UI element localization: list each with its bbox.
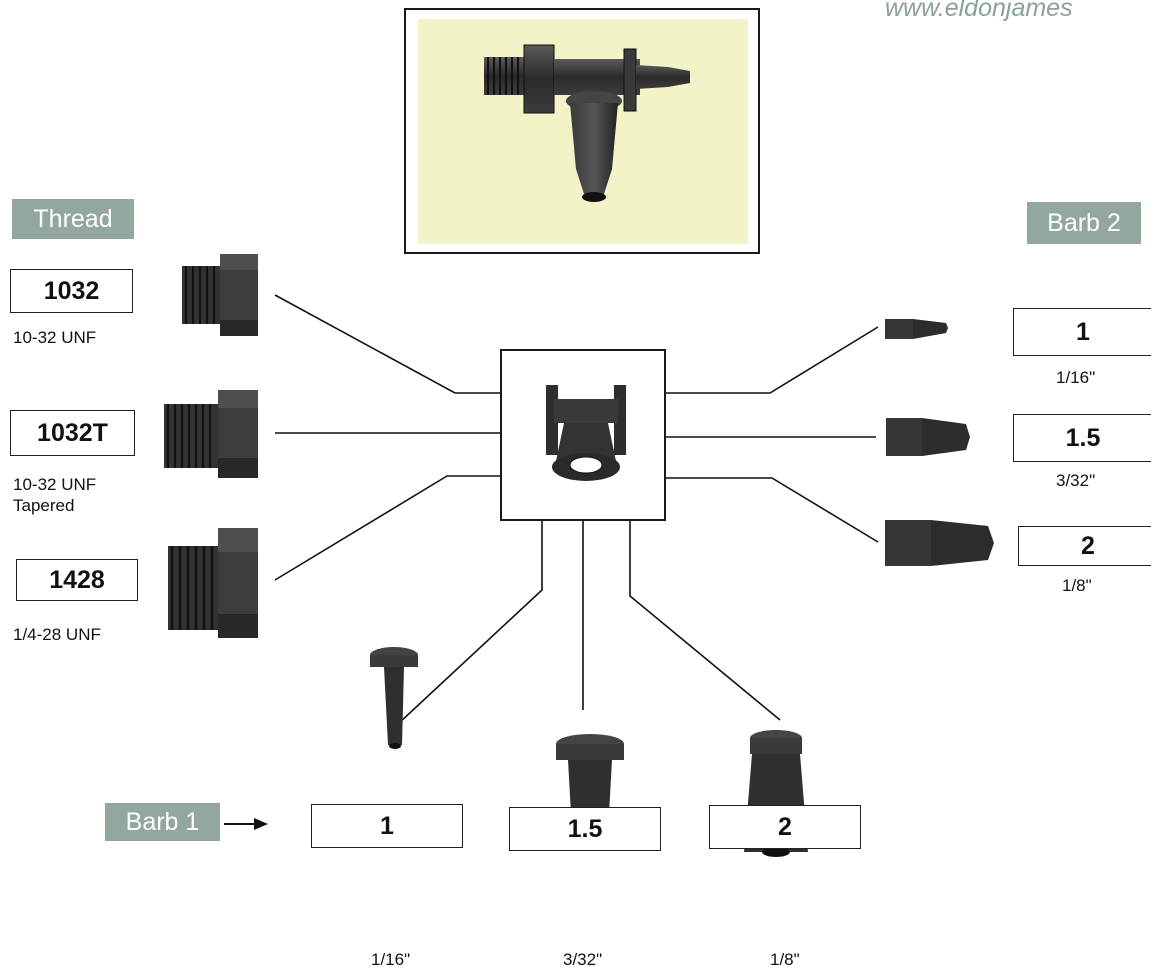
website-url[interactable]: www.eldonjames (885, 0, 1073, 22)
barb2-code-2[interactable]: 2 (1018, 526, 1151, 566)
barb2-code-1-5[interactable]: 1.5 (1013, 414, 1151, 462)
barb2-1-5-icon (886, 418, 970, 456)
barb1-code-1[interactable]: 1 (311, 804, 463, 848)
barb2-1-icon (885, 319, 948, 339)
thread-desc-1032t: 10-32 UNF (13, 475, 97, 494)
barb1-code-2[interactable]: 2 (709, 805, 861, 849)
barb2-size-1-5: 3/32" (1056, 471, 1096, 490)
barb1-section-label: Barb 1 (105, 803, 220, 841)
thread-desc-1428: 1/4-28 UNF (13, 625, 101, 644)
barb1-1-icon (370, 647, 418, 749)
barb2-size-1: 1/16" (1056, 368, 1096, 387)
barb1-size-1-5: 3/32" (563, 950, 603, 969)
barb1-size-2: 1/8" (770, 950, 800, 969)
thread-code-1032[interactable]: 1032 (10, 269, 133, 313)
barb2-size-2: 1/8" (1062, 576, 1092, 595)
thread-section-label: Thread (12, 199, 134, 239)
tee-fitting-photo-icon (484, 44, 690, 202)
barb2-code-1[interactable]: 1 (1013, 308, 1151, 356)
product-photo-frame (404, 8, 760, 254)
thread-desc2-1032t: Tapered (13, 496, 75, 515)
thread-code-1032t[interactable]: 1032T (10, 410, 135, 456)
arrow-right-icon (224, 818, 268, 830)
thread-1032t-icon (164, 390, 258, 478)
thread-code-1428[interactable]: 1428 (16, 559, 138, 601)
barb1-size-1: 1/16" (371, 950, 411, 969)
thread-1032-icon (182, 254, 258, 336)
barb2-section-label: Barb 2 (1027, 202, 1141, 244)
tee-body-icon (546, 385, 626, 481)
barb2-2-icon (885, 520, 994, 566)
product-photo (418, 19, 748, 244)
thread-1428-icon (168, 528, 258, 638)
barb1-code-1-5[interactable]: 1.5 (509, 807, 661, 851)
tee-hub (500, 349, 666, 521)
thread-desc-1032: 10-32 UNF (13, 328, 97, 347)
